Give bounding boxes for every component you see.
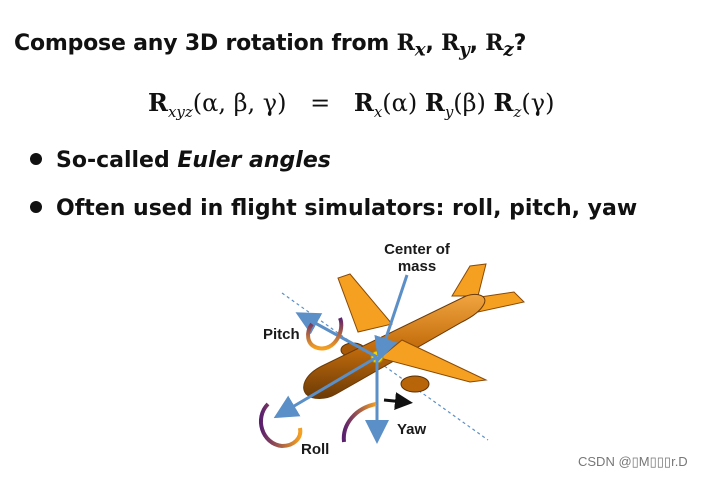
formula-equals: =: [310, 89, 331, 117]
center-of-mass-arrow: [374, 274, 409, 362]
formula-t3-R: R: [493, 88, 514, 117]
formula-lhs-sub: xyz: [167, 102, 193, 121]
pitch-rotation-arc: [306, 317, 344, 351]
bullet-2-text: Often used in flight simulators: roll, p…: [56, 196, 638, 221]
heading-ry: Ry: [441, 30, 470, 61]
euler-formula: Rxyz(α, β, γ) = Rx(α) Ry(β) Rz(γ): [148, 88, 555, 121]
formula-t2-R: R: [424, 88, 445, 117]
formula-t2-arg: (β): [453, 89, 486, 117]
pitch-label: Pitch: [263, 326, 300, 343]
roll-label: Roll: [301, 441, 329, 458]
right-engine: [400, 375, 430, 393]
roll-arrow: [273, 355, 378, 419]
bullet-euler-angles: So-called Euler angles: [30, 148, 331, 173]
tail-fin: [451, 263, 487, 297]
center-of-mass-label-2: mass: [398, 258, 436, 275]
heading-rz: Rz: [485, 30, 514, 61]
bullet-dot: [30, 153, 42, 165]
airplane-diagram: Center of mass Pitch Roll Yaw: [258, 241, 526, 458]
formula-t1-arg: (α): [382, 89, 418, 117]
slide-heading: Compose any 3D rotation from Rx, Ry, Rz?: [14, 30, 527, 61]
yaw-label: Yaw: [397, 421, 427, 438]
bullet-1-emphasis: Euler angles: [177, 148, 331, 173]
formula-t1-R: R: [353, 88, 374, 117]
bullet-1-prefix: So-called: [56, 148, 178, 173]
heading-rx: Rx: [396, 30, 426, 61]
yaw-direction-arrow: [383, 392, 413, 411]
formula-lhs-args: (α, β, γ): [192, 89, 287, 117]
formula-lhs-R: R: [148, 88, 168, 117]
right-wing: [378, 339, 488, 383]
bullet-flight-simulators: Often used in flight simulators: roll, p…: [30, 196, 637, 221]
pitch-arrow: [295, 312, 378, 359]
left-wing: [337, 273, 393, 333]
yaw-rotation-arc: [341, 402, 377, 443]
formula-t3-arg: (γ): [521, 89, 555, 117]
heading-text: Compose any 3D rotation from: [14, 31, 390, 56]
roll-rotation-arc: [258, 402, 303, 449]
heading-question-mark: ?: [513, 31, 527, 56]
csdn-watermark: CSDN @▯M▯▯▯r.D: [578, 454, 688, 469]
center-of-mass-label-1: Center of: [384, 241, 451, 258]
bullet-dot: [30, 201, 42, 213]
